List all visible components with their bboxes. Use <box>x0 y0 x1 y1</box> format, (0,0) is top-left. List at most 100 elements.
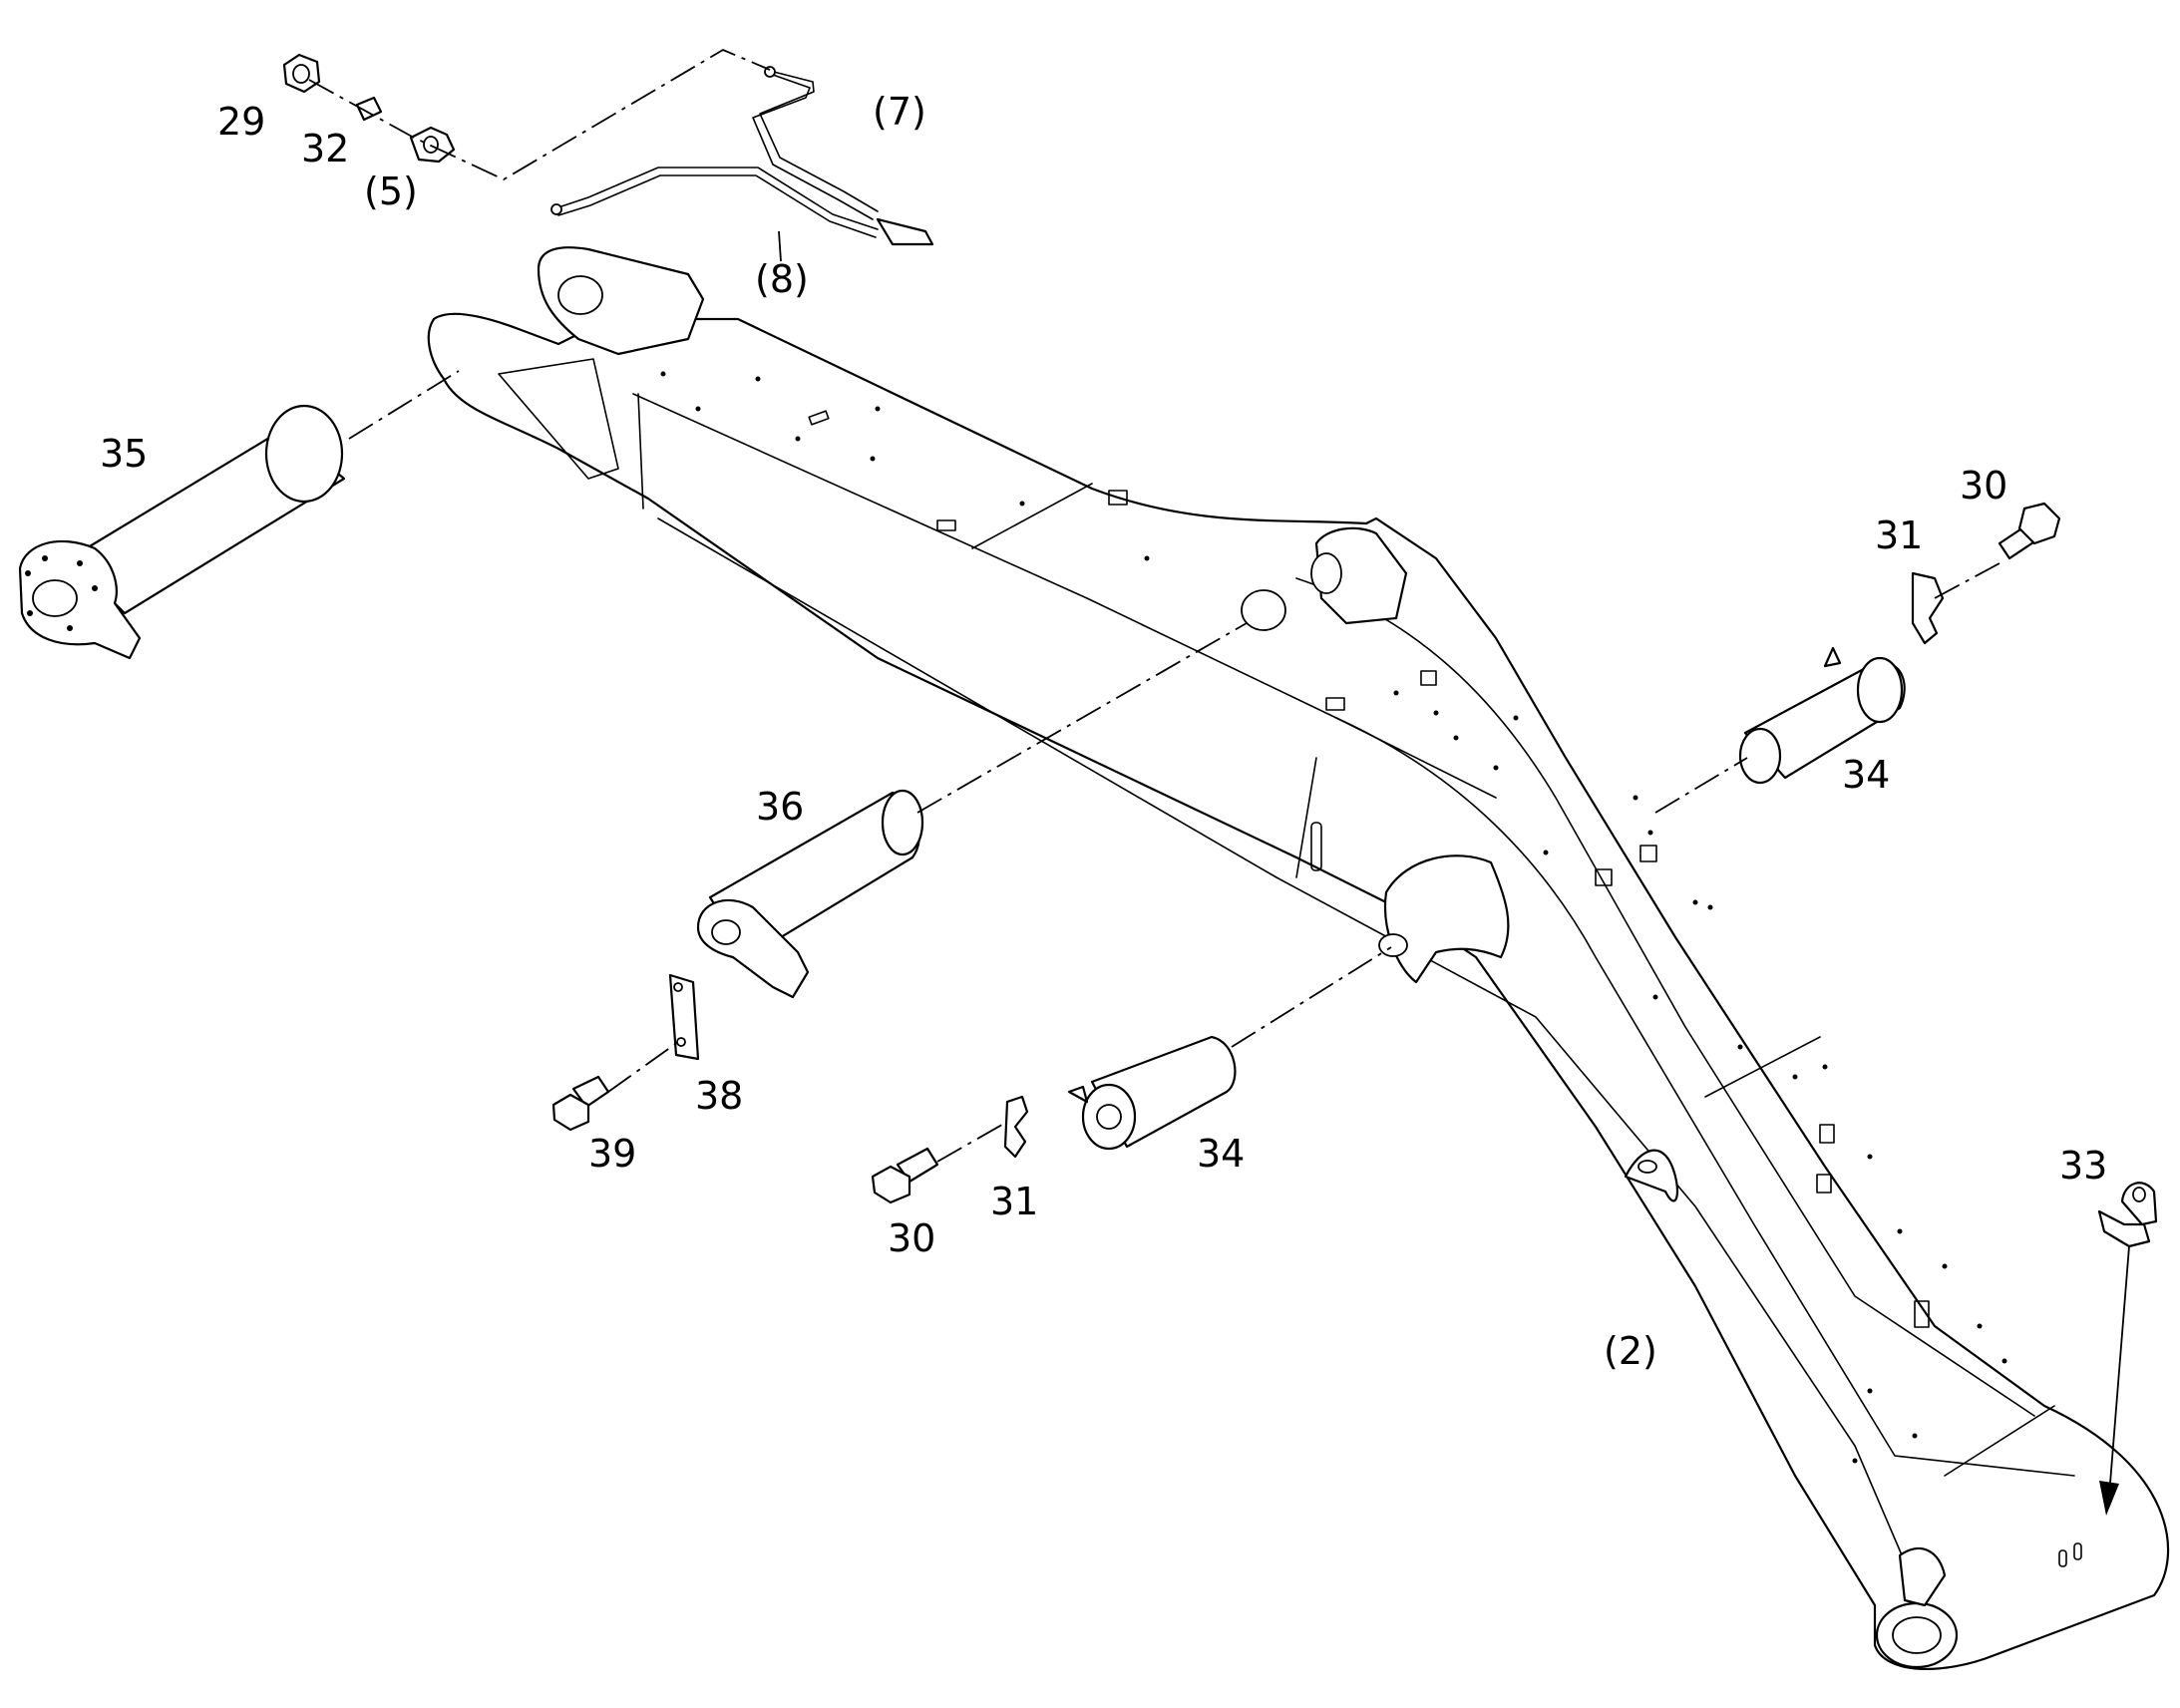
bolt39-head <box>551 1093 590 1132</box>
pointer-8 <box>778 230 782 262</box>
part-7-8-hoses <box>550 66 934 246</box>
boom-foot-window <box>498 358 619 480</box>
label-39: 39 <box>588 1132 636 1176</box>
hose8-upper-line <box>557 167 879 230</box>
boom-cylinder-boss <box>1384 854 1510 984</box>
label-36: 36 <box>756 785 804 829</box>
boom-side-lug-hole <box>1637 1160 1657 1174</box>
pin34b-tab <box>1067 1085 1089 1104</box>
bracket33-hole <box>2132 1187 2146 1202</box>
boom-plate-tab-2 <box>936 519 956 531</box>
leader-bolt30-bottom <box>936 1121 1008 1163</box>
pin35-plate <box>18 539 142 660</box>
hose7-lower-line <box>759 69 879 212</box>
boom-plate-tab-7 <box>1639 845 1657 862</box>
lock31t-plate <box>1911 571 1945 645</box>
pin34r-flange <box>1856 656 1904 724</box>
label-8: (8) <box>755 257 809 301</box>
boom-side-slot <box>1310 822 1322 871</box>
label-7: (7) <box>873 90 926 134</box>
boom-tip-slot-1 <box>2058 1549 2067 1567</box>
label-30-bottom: 30 <box>888 1216 935 1260</box>
part-32-sleeve <box>355 96 383 122</box>
leader-pin34-right <box>1654 757 1748 814</box>
boom-plate-tab-6 <box>1595 868 1613 886</box>
label-34-bottom: 34 <box>1197 1132 1245 1176</box>
boom-mid-bracket <box>1314 526 1408 625</box>
callout-labels: 29 32 (5) (7) (8) 35 30 31 34 36 38 39 3… <box>100 90 2107 1373</box>
boom-plate-tab-1 <box>808 410 830 426</box>
pin35-collar <box>264 404 344 504</box>
leader-bolt30-top <box>1934 562 2000 599</box>
part-30-bolt-bottom <box>871 1147 939 1204</box>
leader-bolt39 <box>607 1041 679 1093</box>
boom-rivet-holes <box>660 371 2007 1464</box>
pin36-end <box>881 789 924 856</box>
boom-seam-4 <box>1944 1405 2055 1477</box>
label-34-right: 34 <box>1842 753 1890 797</box>
label-5: (5) <box>364 170 418 213</box>
part-38-plate <box>668 973 700 1061</box>
label-35: 35 <box>100 432 148 476</box>
lock31b-plate <box>1003 1095 1029 1159</box>
part-31-lock-top <box>1911 571 1945 645</box>
label-31-bottom: 31 <box>990 1180 1038 1223</box>
boom-pin36-bore <box>1241 589 1286 631</box>
boom-seam-3 <box>1704 1036 1821 1098</box>
bolt30b-head <box>871 1165 911 1204</box>
assembly-leaders <box>308 48 2130 1516</box>
boom-side-edge <box>1335 717 2075 1477</box>
label-31-top: 31 <box>1875 513 1923 557</box>
hose8-fitting <box>550 203 562 215</box>
pin34r-tab <box>1823 646 1842 668</box>
leader-fittings <box>308 48 771 181</box>
boom-bottom-edge <box>657 517 1916 1586</box>
bolt30t-head <box>2017 502 2061 545</box>
label-32: 32 <box>301 127 349 171</box>
part-31-lock-bottom <box>1003 1095 1029 1159</box>
leader-pin36 <box>916 622 1248 814</box>
boom-seam-2 <box>1295 757 1317 878</box>
part-36-pin <box>696 789 924 999</box>
hose-connector <box>876 217 934 246</box>
boom-upper-bracket <box>537 246 705 356</box>
pointer-33 <box>2108 1245 2130 1497</box>
boom-top-edge <box>632 393 1497 799</box>
boom-tip-slot-2 <box>2073 1542 2082 1560</box>
boom-cylinder-boss-hole <box>1378 933 1408 957</box>
bracket33-tab <box>2120 1182 2158 1226</box>
bracket33-base <box>2097 1209 2151 1248</box>
boom-plate-tab-8 <box>1819 1124 1835 1144</box>
boom-plate-tab-5 <box>1420 670 1437 686</box>
leader-pin34-bottom <box>1231 946 1392 1048</box>
pin34r-end <box>1738 727 1782 785</box>
boom-body <box>427 246 2170 1671</box>
part-33-bracket <box>2097 1182 2158 1248</box>
boom-seam-1 <box>971 483 1093 549</box>
part-30-bolt-top <box>1998 502 2061 560</box>
part-5-fitting <box>409 126 456 164</box>
boom-side-lug <box>1624 1149 1679 1202</box>
pin35-plate-bore <box>32 579 78 617</box>
plate38-body <box>668 973 700 1061</box>
boom-upper-bracket-hole <box>557 275 603 315</box>
label-29: 29 <box>217 100 265 144</box>
boom-plate-tab-3 <box>1108 490 1128 506</box>
pin34b-bore <box>1096 1104 1122 1130</box>
boom-plate-tab-4 <box>1325 697 1345 711</box>
sleeve32-body <box>355 96 383 122</box>
boom-mid-bracket-hole <box>1310 552 1342 594</box>
plate38-hole-1 <box>673 982 683 992</box>
part-34-pin-bottom <box>1067 1035 1237 1151</box>
part-29-nut <box>282 53 321 94</box>
boom-plate-tab-9 <box>1816 1174 1832 1194</box>
leader-pin35 <box>348 370 460 440</box>
part-35-foot-pin <box>18 404 346 660</box>
pin36-plate-bore <box>711 919 741 945</box>
boom-foot-rib <box>637 393 644 510</box>
label-30-top: 30 <box>1960 464 2007 508</box>
part-39-bolt <box>551 1075 610 1132</box>
label-2: (2) <box>1604 1329 1657 1373</box>
hose8-lower-line <box>557 174 877 238</box>
